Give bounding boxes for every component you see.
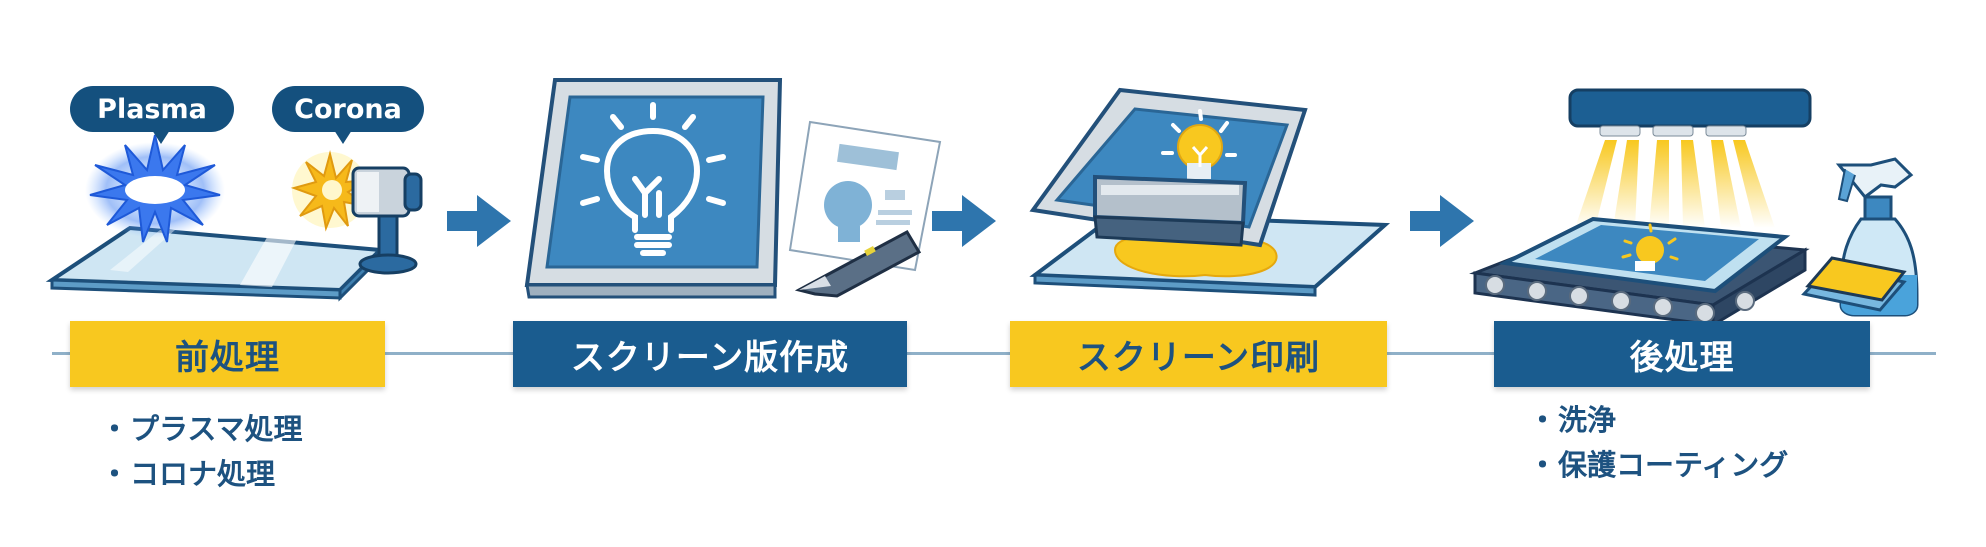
plasma-burst-icon xyxy=(85,134,225,243)
arrow-right-icon xyxy=(1410,195,1474,247)
callout-tail xyxy=(334,130,352,144)
stage-label-pretreatment: 前処理 xyxy=(70,321,385,387)
corona-callout-text: Corona xyxy=(294,93,402,125)
arrow-right-icon xyxy=(447,195,511,247)
corona-callout: Corona xyxy=(272,86,424,144)
bullet-dot: ・ xyxy=(1528,448,1558,482)
pretreatment-bullet-list: ・プラスマ処理 ・コロナ処理 xyxy=(100,407,303,497)
bullet-text: コロナ処理 xyxy=(130,457,276,491)
callout-tail xyxy=(152,130,170,144)
bullet-dot: ・ xyxy=(100,457,130,491)
pen-icon xyxy=(794,230,922,298)
uv-lamp-icon xyxy=(1568,88,1812,228)
arrow-right-icon xyxy=(932,195,996,247)
stage-label-text: 後処理 xyxy=(1629,337,1735,378)
bullet-dot: ・ xyxy=(1528,403,1558,437)
bullet-item: ・保護コーティング xyxy=(1528,443,1788,488)
bullet-item: ・コロナ処理 xyxy=(100,452,303,497)
bullet-dot: ・ xyxy=(100,412,130,446)
bullet-item: ・プラスマ処理 xyxy=(100,407,303,452)
stage-label-screen-making: スクリーン版作成 xyxy=(513,321,907,387)
stage-label-text: スクリーン印刷 xyxy=(1076,337,1321,378)
bullet-text: 保護コーティング xyxy=(1558,448,1789,482)
screen-frame-icon xyxy=(524,78,783,299)
corona-nozzle-icon xyxy=(351,166,423,275)
stage-label-text: 前処理 xyxy=(175,337,280,378)
conveyor-icon xyxy=(1469,216,1810,328)
bullet-text: 洗浄 xyxy=(1558,403,1617,437)
stage-label-screen-printing: スクリーン印刷 xyxy=(1010,321,1387,387)
bullet-text: プラスマ処理 xyxy=(130,412,303,446)
stage-label-posttreatment: 後処理 xyxy=(1494,321,1870,387)
posttreatment-bullet-list: ・洗浄 ・保護コーティング xyxy=(1528,398,1788,488)
screen-printing-icon xyxy=(1029,87,1391,297)
timeline-line xyxy=(52,352,1936,355)
plasma-callout-text: Plasma xyxy=(97,93,207,125)
bullet-item: ・洗浄 xyxy=(1528,398,1788,443)
stage-label-text: スクリーン版作成 xyxy=(570,337,850,378)
corona-spark-icon xyxy=(290,150,369,232)
sponge-icon xyxy=(1801,256,1907,312)
plasma-callout: Plasma xyxy=(70,86,234,144)
